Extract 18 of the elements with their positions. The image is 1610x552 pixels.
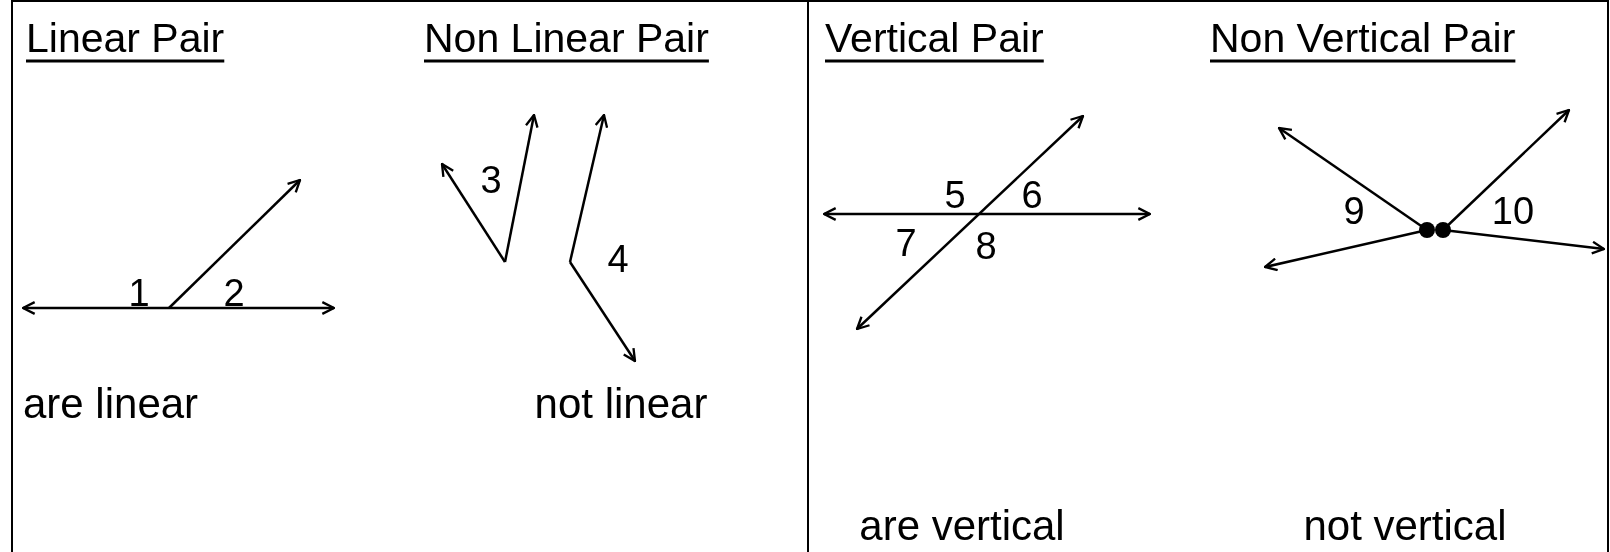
caption-text: not vertical bbox=[1303, 505, 1507, 547]
angle-number: 9 bbox=[1343, 192, 1365, 230]
heading: Non Linear Pair bbox=[424, 17, 709, 59]
heading: Vertical Pair bbox=[825, 17, 1044, 59]
caption-text: are vertical bbox=[859, 505, 1065, 547]
angle-number: 7 bbox=[895, 224, 917, 262]
caption-text: are linear bbox=[23, 383, 199, 425]
heading: Linear Pair bbox=[26, 17, 225, 59]
heading: Non Vertical Pair bbox=[1210, 17, 1516, 59]
angle-number: 4 bbox=[607, 240, 629, 278]
angle-number: 10 bbox=[1491, 192, 1535, 230]
angle-number: 6 bbox=[1021, 176, 1043, 214]
angle-number: 1 bbox=[128, 274, 150, 312]
angle-number: 5 bbox=[944, 176, 966, 214]
angle-number: 3 bbox=[480, 161, 502, 199]
angle-number: 2 bbox=[223, 274, 245, 312]
caption-text: not linear bbox=[534, 383, 708, 425]
angle-number: 8 bbox=[975, 227, 997, 265]
